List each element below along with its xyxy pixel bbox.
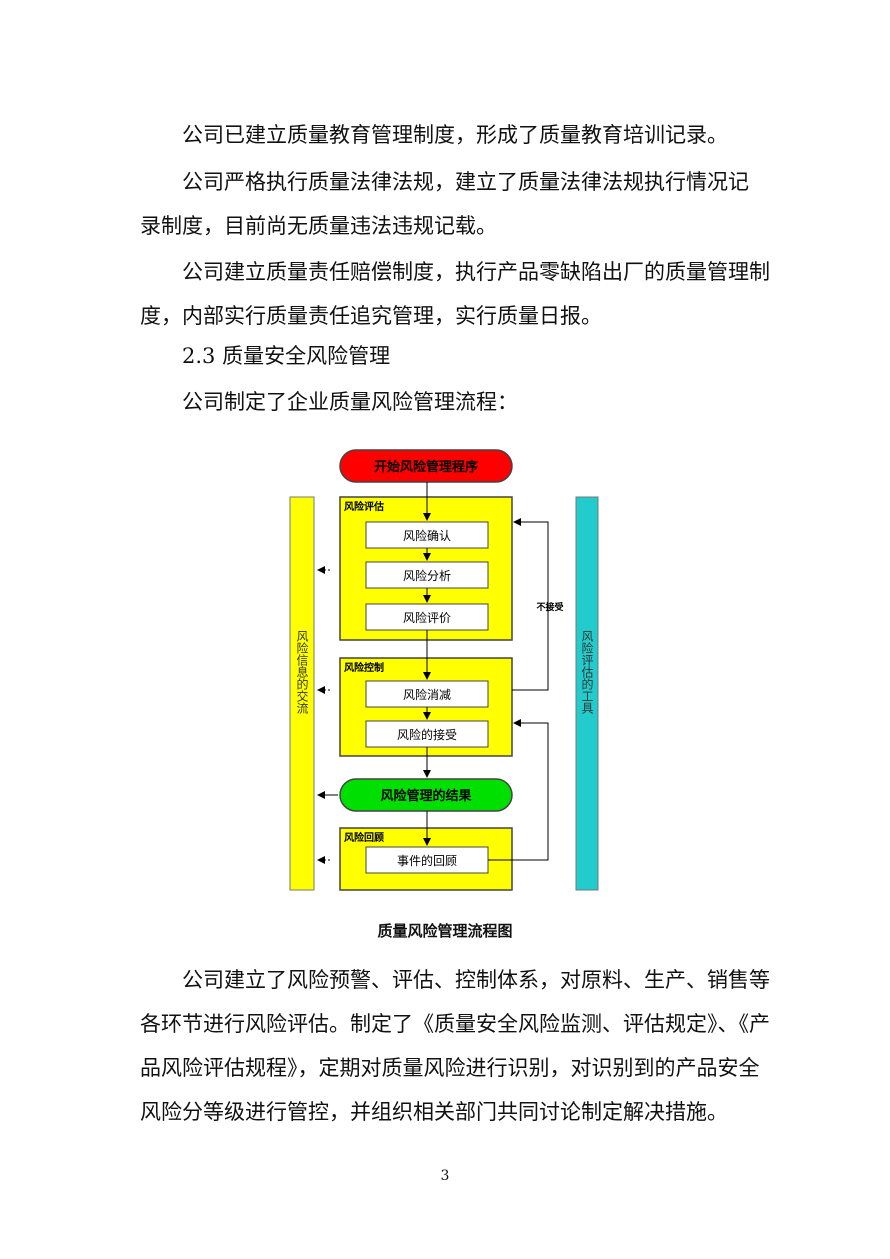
result-box	[339, 778, 513, 812]
group-risk-review-title: 风险回顾	[344, 831, 384, 844]
closing-line-3: 品风险评估规程》，定期对质量风险进行识别，对识别到的产品安全	[140, 1056, 760, 1080]
group-risk-control-title: 风险控制	[344, 661, 384, 674]
closing-line-2: 各环节进行风险评估。制定了《质量安全风险监测、评估规定》、《产	[140, 1012, 770, 1036]
start-box	[339, 449, 513, 483]
page-number: 3	[440, 1168, 450, 1184]
closing-line-1: 公司建立了风险预警、评估、控制体系，对原料、生产、销售等	[182, 968, 770, 992]
paragraph-3: 公司建立质量责任赔偿制度，执行产品零缺陷出厂的质量管理制 度，内部实行质量责任追…	[140, 250, 770, 338]
step-label: 风险确认	[403, 528, 451, 543]
paragraph-1: 公司已建立质量教育管理制度，形成了质量教育培训记录。	[140, 113, 760, 157]
paragraph-2-line-2: 录制度，目前尚无质量违法违规记载。	[140, 214, 497, 238]
paragraph-3-line-2: 度，内部实行质量责任追究管理，实行质量日报。	[140, 304, 602, 328]
section-heading: 2.3 质量安全风险管理	[182, 344, 391, 368]
right-bar-label: 风险评估的工具	[580, 630, 594, 714]
paragraph-2: 公司严格执行质量法律法规，建立了质量法律法规执行情况记 录制度，目前尚无质量违法…	[140, 160, 760, 248]
right-bar-tools	[575, 496, 599, 891]
paragraph-2-line-1: 公司严格执行质量法律法规，建立了质量法律法规执行情况记	[182, 170, 749, 194]
closing-line-4: 风险分等级进行管控，并组织相关部门共同讨论制定解决措施。	[140, 1100, 728, 1124]
step-box	[365, 846, 489, 874]
step-box	[365, 603, 489, 631]
group-risk-assessment-title: 风险评估	[344, 500, 384, 513]
left-bar-label: 风险信息的交流	[295, 630, 309, 714]
step-box	[365, 561, 489, 589]
step-label: 风险消减	[403, 687, 451, 702]
risk-management-flowchart: 风险信息的交流 风险评估的工具 开始风险管理程序 风险评估 风险确认 风险分析 …	[289, 449, 599, 891]
step-box	[365, 680, 489, 708]
result-label: 风险管理的结果	[380, 788, 471, 804]
step-box	[365, 521, 489, 549]
flowchart-intro: 公司制定了企业质量风险管理流程：	[182, 390, 518, 414]
step-label: 风险评价	[403, 610, 451, 625]
flow-arrows	[317, 482, 549, 864]
paragraph-3-line-1: 公司建立质量责任赔偿制度，执行产品零缺陷出厂的质量管理制	[182, 260, 770, 284]
figure-caption: 质量风险管理流程图	[377, 922, 513, 940]
closing-paragraph: 公司建立了风险预警、评估、控制体系，对原料、生产、销售等 各环节进行风险评估。制…	[140, 958, 770, 1134]
step-label: 事件的回顾	[397, 853, 457, 868]
step-label: 风险分析	[403, 568, 451, 583]
left-bar-communication	[289, 496, 315, 891]
step-box	[365, 720, 489, 748]
step-label: 风险的接受	[397, 727, 457, 742]
start-label: 开始风险管理程序	[374, 459, 478, 475]
paragraph-1-line-1: 公司已建立质量教育管理制度，形成了质量教育培训记录。	[182, 123, 728, 147]
reject-label: 不接受	[536, 601, 563, 613]
